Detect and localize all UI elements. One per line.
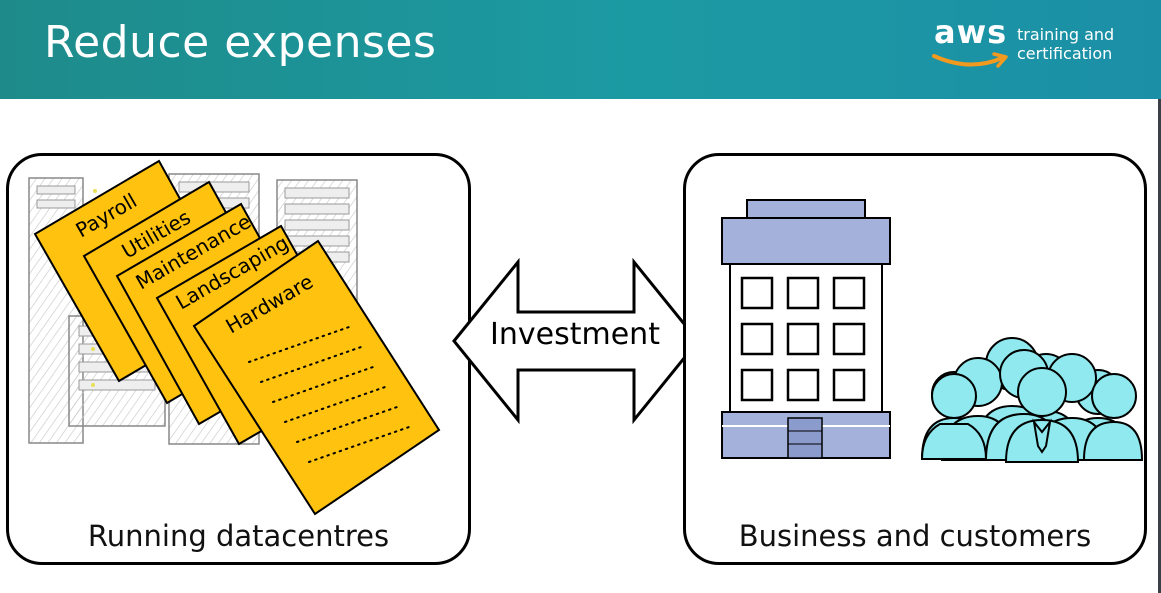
document-hardware: Hardware <box>192 239 441 516</box>
customer-icon <box>1082 373 1144 461</box>
aws-tagline-line2: certification <box>1017 44 1113 63</box>
aws-tagline-line1: training and <box>1017 25 1115 44</box>
customers-group-icon <box>920 337 1144 463</box>
business-panel: Business and customers <box>683 153 1147 565</box>
aws-logo-word: aws <box>934 13 1008 51</box>
office-building-icon <box>721 199 891 459</box>
page-title: Reduce expenses <box>44 17 437 68</box>
slide-edge-strip <box>1158 99 1161 593</box>
aws-logo-tagline: training and certification <box>1017 25 1114 63</box>
customer-icon <box>1004 367 1080 463</box>
business-caption: Business and customers <box>738 519 1092 554</box>
investment-label: Investment <box>490 317 660 352</box>
business-illustration <box>721 199 1144 463</box>
datacentre-panel: Payroll Utilities Maintenance Landscapin… <box>6 153 471 565</box>
aws-smile-icon <box>932 52 1008 68</box>
datacentre-caption: Running datacentres <box>87 519 390 554</box>
datacentre-illustration: Payroll Utilities Maintenance Landscapin… <box>28 159 441 516</box>
header-bar: Reduce expenses aws training and certifi… <box>0 0 1161 99</box>
customer-icon <box>920 373 988 460</box>
